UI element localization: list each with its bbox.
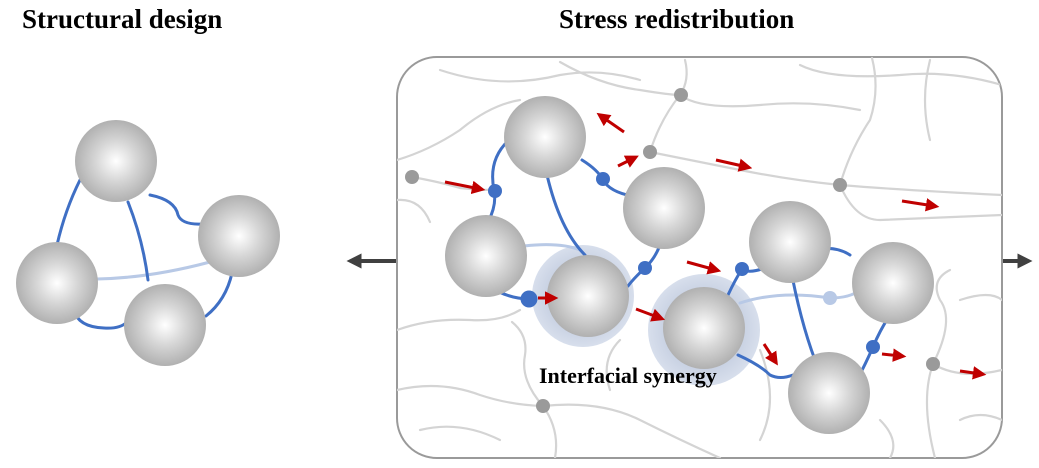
chain xyxy=(148,193,204,226)
structural-design-title: Structural design xyxy=(22,4,223,34)
chain xyxy=(545,173,587,257)
crosslink-node xyxy=(674,88,688,102)
stress-arrow xyxy=(959,366,987,380)
chain-light xyxy=(95,260,212,281)
bond-node-light xyxy=(823,291,837,305)
crosslink-node xyxy=(833,178,847,192)
nanoparticle xyxy=(16,242,98,324)
crosslink-node xyxy=(536,399,550,413)
stress-arrow xyxy=(444,180,486,195)
stress-arrows xyxy=(444,112,987,380)
stress-panel: Interfacial synergy xyxy=(396,56,1003,459)
polymer-matrix xyxy=(397,57,1002,458)
nanoparticle xyxy=(623,167,705,249)
chain xyxy=(55,178,82,247)
stress-arrow xyxy=(715,158,753,172)
chain xyxy=(204,271,234,318)
stress-arrow xyxy=(686,260,722,275)
structural-design-cluster xyxy=(16,120,280,366)
nanoparticle xyxy=(788,352,870,434)
bond-node xyxy=(735,262,749,276)
bond-node xyxy=(596,172,610,186)
nanoparticle xyxy=(663,287,745,369)
chain xyxy=(126,200,150,282)
nanoparticle xyxy=(749,201,831,283)
stress-arrow xyxy=(901,198,940,212)
nanoparticle xyxy=(852,242,934,324)
nanoparticle xyxy=(124,284,206,366)
stress-arrow xyxy=(881,348,907,362)
nanoparticle xyxy=(445,215,527,297)
chain-light xyxy=(522,243,582,252)
crosslink-node xyxy=(405,170,419,184)
stress-arrow xyxy=(635,307,666,322)
stress-arrow xyxy=(596,112,625,134)
crosslink-node xyxy=(643,145,657,159)
stress-arrow xyxy=(762,343,778,366)
nanoparticle xyxy=(504,96,586,178)
stress-redistribution-title: Stress redistribution xyxy=(559,4,795,34)
chain xyxy=(72,308,129,330)
bond-node xyxy=(520,290,538,308)
bond-node xyxy=(638,261,652,275)
nanoparticle xyxy=(198,195,280,277)
stress-arrow xyxy=(617,155,639,168)
interfacial-synergy-label: Interfacial synergy xyxy=(539,363,717,388)
nanoparticle xyxy=(75,120,157,202)
chain xyxy=(736,353,795,379)
bond-node xyxy=(866,340,880,354)
bond-node xyxy=(488,184,502,198)
nanoparticle xyxy=(547,255,629,337)
crosslink-node xyxy=(926,357,940,371)
